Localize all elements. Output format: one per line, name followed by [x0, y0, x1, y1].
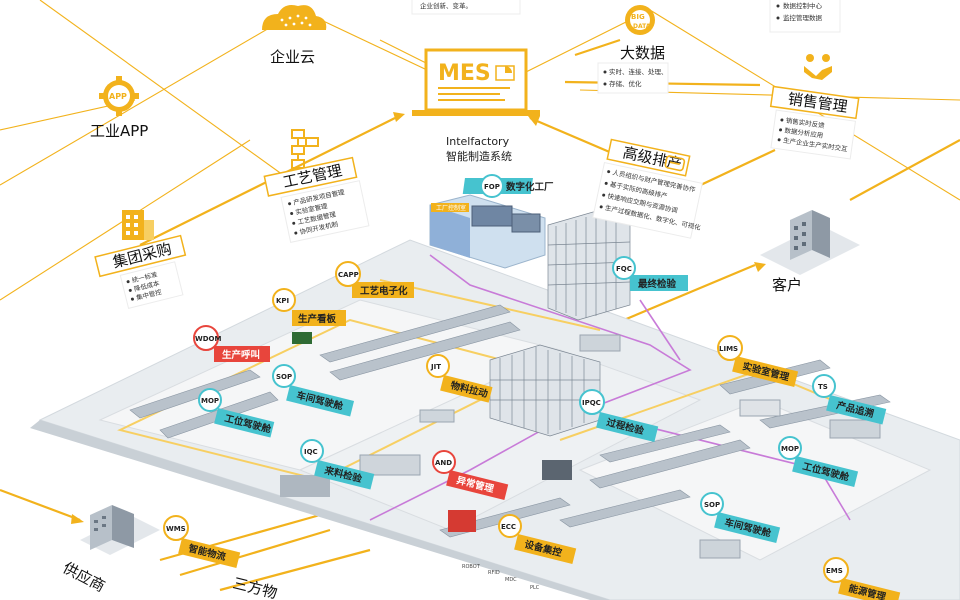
tag-mop-right-badge: MOP — [781, 445, 799, 453]
warehouse-icon — [80, 505, 160, 555]
bigdata-label: 大数据 — [620, 44, 665, 62]
tag-fqc-label: 最终检验 — [638, 278, 677, 290]
tag-ts-badge: TS — [818, 383, 828, 391]
top-note-box: 企业创新、变革。 — [411, 0, 521, 15]
industrial-app-node: APP 工业APP — [90, 76, 148, 140]
third-party-label: 三方物 — [231, 574, 279, 600]
tag-kpi-badge: KPI — [276, 297, 289, 305]
tag-fqc[interactable]: FQC 最终检验 — [612, 256, 688, 291]
device-label-rfid: RFID — [488, 570, 500, 576]
customer-label: 客户 — [772, 276, 802, 294]
tag-wdom[interactable]: WDOM 生产呼叫 — [193, 325, 270, 362]
flowchart-icon — [291, 129, 319, 169]
bigdata-badge-bottom: DATA — [633, 23, 651, 30]
cloud-icon — [262, 5, 327, 30]
mes-caption-cn: 智能制造系统 — [446, 149, 512, 163]
tag-wms[interactable]: WMS 智能物流 — [163, 515, 241, 569]
schedule-icon — [664, 155, 686, 172]
app-label: 工业APP — [90, 122, 148, 140]
tag-mop-left-badge: MOP — [201, 397, 219, 405]
tag-fqc-badge: FQC — [616, 265, 632, 273]
tag-iqc[interactable]: IQC 来料检验 — [300, 439, 375, 490]
sales-node: 销售管理 销售实时反馈 数据分析应用 生产企业生产实时交互 — [769, 54, 860, 160]
tag-kpi[interactable]: KPI 生产看板 — [272, 288, 346, 326]
tag-and-badge: AND — [435, 459, 452, 467]
bigdata-badge-top: BIG — [631, 13, 645, 21]
tag-ems-badge: EMS — [826, 567, 843, 575]
tag-wms-badge: WMS — [166, 525, 186, 533]
tag-fop[interactable]: FOP 数字化工厂 — [462, 174, 554, 198]
tag-fop-badge: FOP — [484, 183, 500, 191]
tag-sop-left-badge: SOP — [276, 373, 292, 381]
control-room: 工厂控制室 — [429, 194, 546, 269]
tag-iqc-badge: IQC — [304, 448, 318, 456]
tag-capp[interactable]: CAPP 工艺电子化 — [335, 261, 414, 298]
tag-lims-badge: LIMS — [719, 345, 738, 353]
tag-ems[interactable]: EMS 能源管理 — [823, 557, 901, 600]
mes-node: MES Intelfactory 智能制造系统 — [412, 48, 540, 163]
tag-ipqc[interactable]: IPQC 过程检验 — [579, 389, 659, 443]
bigdata-bullet-1: 存储、优化 — [609, 79, 642, 88]
tag-sop-right-badge: SOP — [704, 501, 720, 509]
control-room-label: 工厂控制室 — [436, 204, 466, 212]
customer-node: 客户 — [760, 210, 860, 294]
office-building-icon — [760, 210, 860, 275]
cloud-label: 企业云 — [270, 48, 315, 66]
storage-racks — [489, 209, 631, 437]
mes-caption-en: Intelfactory — [446, 135, 510, 148]
app-badge: APP — [109, 92, 127, 101]
tag-ecc-badge: ECC — [501, 523, 516, 531]
mes-title: MES — [438, 61, 491, 86]
top-note-text: 企业创新、变革。 — [420, 1, 472, 10]
tag-wdom-label: 生产呼叫 — [222, 349, 260, 361]
supplier-label: 供应商 — [60, 559, 108, 596]
device-label-mdc: MDC — [505, 577, 517, 583]
purchase-node: 集团采购 统一标准 降低成本 集中管控 — [94, 210, 187, 309]
bigdata-node: BIG DATA 大数据 实时、连接、处理、 存储、优化 — [597, 5, 669, 94]
process-node: 工艺管理 产品研发项目管理 实验室管理 工艺数据管理 协同开发机制 — [263, 129, 370, 243]
tag-jit-badge: JIT — [430, 363, 441, 371]
tag-capp-badge: CAPP — [338, 271, 359, 279]
tag-kpi-label: 生产看板 — [298, 313, 337, 325]
device-labels: ROBOT RFID MDC PLC — [462, 564, 540, 591]
device-label-robot: ROBOT — [462, 564, 481, 570]
bigdata-bullet-0: 实时、连接、处理、 — [609, 67, 668, 76]
handshake-icon — [804, 54, 832, 80]
mes-chart-icon — [495, 65, 515, 81]
top-right-note-bullet-0: 数据控制中心 — [783, 1, 823, 10]
tag-and[interactable]: AND 异常管理 — [432, 450, 509, 501]
building-icon — [122, 210, 154, 240]
top-right-note-box: 数据控制中心 监控管理数据 — [769, 0, 841, 33]
tag-ipqc-badge: IPQC — [582, 399, 601, 407]
tag-fop-label: 数字化工厂 — [505, 181, 554, 193]
tag-ecc[interactable]: ECC 设备集控 — [498, 514, 577, 565]
device-label-plc: PLC — [530, 585, 540, 591]
tag-capp-label: 工艺电子化 — [360, 285, 408, 297]
tag-jit[interactable]: JIT 物料拉动 — [426, 354, 493, 403]
top-right-note-bullet-1: 监控管理数据 — [783, 13, 823, 22]
machines — [280, 332, 881, 559]
tag-wdom-badge: WDOM — [195, 335, 221, 343]
gear-app-icon: APP — [99, 76, 139, 116]
tag-ts[interactable]: TS 产品追溯 — [812, 374, 887, 425]
bigdata-gear-icon: BIG DATA — [625, 5, 655, 35]
cloud-node: 企业云 — [262, 5, 327, 66]
